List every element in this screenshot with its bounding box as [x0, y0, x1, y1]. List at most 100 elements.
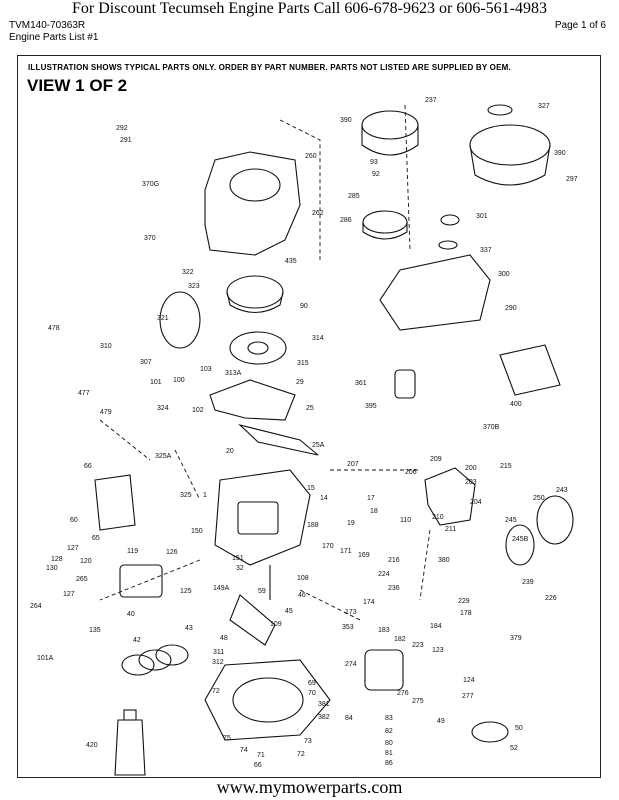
part-236: 236	[388, 585, 400, 592]
part-103: 103	[200, 366, 212, 373]
part-17: 17	[367, 495, 375, 502]
part-307: 307	[140, 359, 152, 366]
engine-bracket	[94, 474, 136, 531]
part-46: 46	[298, 592, 306, 599]
part-204: 204	[470, 499, 482, 506]
part-311: 311	[213, 649, 224, 656]
part-209: 209	[430, 456, 442, 463]
part-109: 109	[270, 621, 282, 628]
part-14: 14	[320, 495, 328, 502]
part-126: 126	[166, 549, 178, 556]
air-baffle	[209, 379, 296, 421]
part-337: 337	[480, 247, 492, 254]
part-169: 169	[358, 552, 370, 559]
fuel-cap	[440, 214, 460, 226]
part-395: 395	[365, 403, 377, 410]
part-86: 86	[385, 760, 393, 767]
part-73: 73	[304, 738, 312, 745]
part-170: 170	[322, 543, 334, 550]
flywheel	[226, 275, 284, 309]
part-25A: 25A	[312, 442, 325, 449]
part-108: 108	[297, 575, 309, 582]
part-69: 69	[308, 680, 316, 687]
part-300: 300	[498, 271, 510, 278]
part-237: 237	[425, 97, 437, 104]
part-174: 174	[363, 599, 375, 606]
part-370B: 370B	[483, 424, 500, 431]
blower-housing	[204, 151, 301, 256]
piston	[155, 644, 189, 666]
part-322: 322	[182, 269, 194, 276]
part-15: 15	[307, 485, 315, 492]
part-216: 216	[388, 557, 400, 564]
part-312: 312	[212, 659, 224, 666]
part-265: 265	[76, 576, 88, 583]
crankshaft	[229, 594, 276, 646]
part-25: 25	[306, 405, 314, 412]
part-370: 370	[144, 235, 156, 242]
part-171: 171	[340, 548, 352, 555]
part-184: 184	[430, 623, 442, 630]
part-203: 203	[465, 479, 477, 486]
part-75: 75	[223, 735, 231, 742]
part-297: 297	[566, 176, 578, 183]
part-291: 291	[120, 137, 132, 144]
cylinder-head	[119, 564, 163, 598]
part-80: 80	[385, 740, 393, 747]
part-285: 285	[348, 193, 360, 200]
part-74: 74	[240, 747, 248, 754]
part-48: 48	[220, 635, 228, 642]
starter-cap	[487, 104, 513, 116]
part-224: 224	[378, 571, 390, 578]
part-130: 130	[46, 565, 58, 572]
part-420: 420	[86, 742, 98, 749]
part-90: 90	[300, 303, 308, 310]
part-239: 239	[522, 579, 534, 586]
part-313A: 313A	[225, 370, 242, 377]
part-211: 211	[445, 526, 456, 533]
grass-screen	[469, 124, 551, 166]
part-325: 325	[180, 492, 192, 499]
model-number: TVM140-70363R	[9, 20, 86, 31]
part-40: 40	[127, 611, 135, 618]
part-173: 173	[345, 609, 357, 616]
part-66-b: 66	[254, 762, 262, 769]
header-title: For Discount Tecumseh Engine Parts Call …	[72, 0, 547, 17]
part-49: 49	[437, 718, 445, 725]
rewind-starter	[361, 110, 419, 140]
part-324: 324	[157, 405, 169, 412]
part-361: 361	[355, 380, 367, 387]
part-390-b: 390	[554, 150, 566, 157]
footer-url[interactable]: www.mymowerparts.com	[216, 777, 403, 797]
part-390: 390	[340, 117, 352, 124]
part-370G: 370G	[142, 181, 159, 188]
part-42: 42	[133, 637, 141, 644]
part-478: 478	[48, 325, 60, 332]
part-72: 72	[212, 688, 220, 695]
part-101A: 101A	[37, 655, 54, 662]
part-101: 101	[150, 379, 162, 386]
air-cleaner-element	[536, 495, 574, 545]
diagram-frame	[17, 55, 601, 778]
part-120: 120	[80, 558, 92, 565]
piston-ring-1	[121, 654, 155, 676]
part-100: 100	[173, 377, 185, 384]
part-182: 182	[394, 636, 406, 643]
part-128: 128	[51, 556, 63, 563]
part-127: 127	[67, 545, 79, 552]
part-82: 82	[385, 728, 393, 735]
part-327: 327	[538, 103, 550, 110]
part-477: 477	[78, 390, 90, 397]
part-210: 210	[432, 514, 444, 521]
part-277: 277	[462, 693, 474, 700]
ignition-module	[159, 291, 201, 349]
part-45: 45	[285, 608, 293, 615]
part-29: 29	[296, 379, 304, 386]
part-206: 206	[405, 469, 417, 476]
part-226: 226	[545, 595, 557, 602]
document-info: TVM140-70363R Engine Parts List #1	[9, 20, 99, 44]
exploded-parts-diagram: 292 291 390 237 327 260 370G 93 92 390 2…	[30, 97, 578, 776]
magneto	[229, 331, 287, 365]
part-149A: 149A	[213, 585, 230, 592]
part-310: 310	[100, 343, 112, 350]
